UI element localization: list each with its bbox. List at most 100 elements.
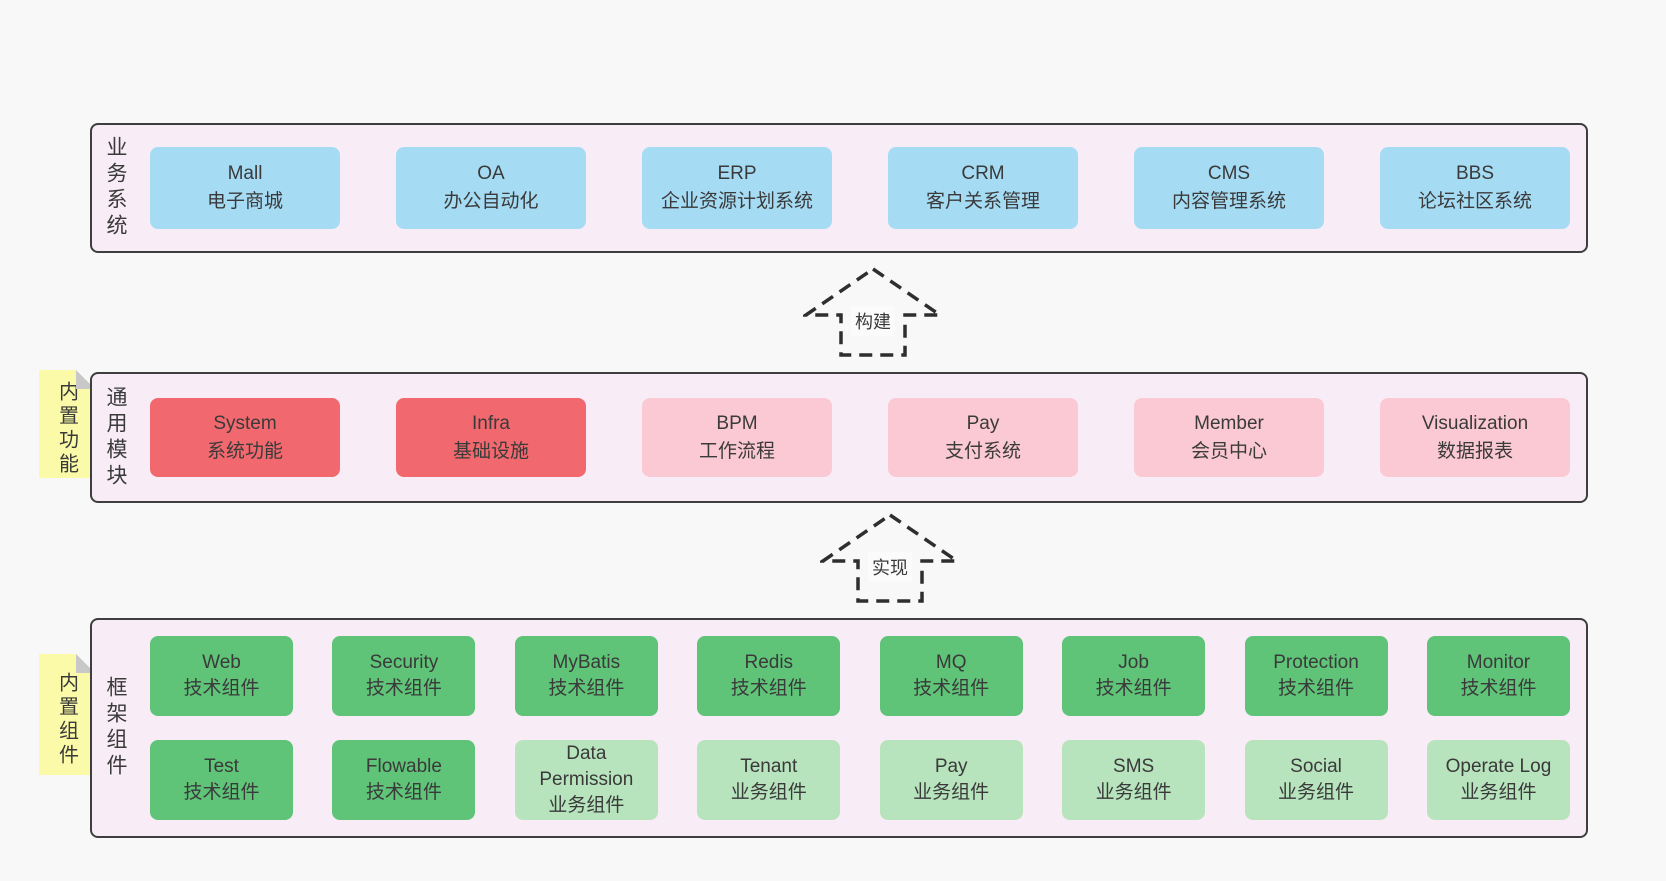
box-title: Operate Log: [1445, 756, 1552, 777]
box-title: BBS: [1455, 163, 1495, 184]
common-modules-row: System 系统功能 Infra 基础设施 BPM 工作流程 Pay 支付系统…: [150, 398, 1570, 477]
box-subtitle: 业务组件: [730, 782, 807, 803]
box-subtitle: 技术组件: [730, 678, 807, 699]
sticky-note-label: 内置功能: [55, 381, 78, 477]
box-title: CMS: [1207, 163, 1251, 184]
implement-arrow: 实现: [820, 512, 960, 604]
box-subtitle: 电子商城: [206, 191, 283, 212]
panel-label-common-modules: 通用模块: [104, 385, 127, 490]
box-title: System: [213, 412, 277, 434]
business-systems-panel: 业务系统 Mall 电子商城 OA 办公自动化 ERP 企业资源计划系统 CRM…: [90, 123, 1588, 253]
box-subtitle: 技术组件: [1278, 678, 1355, 699]
business-systems-row: Mall 电子商城 OA 办公自动化 ERP 企业资源计划系统 CRM 客户关系…: [150, 147, 1570, 229]
box-subtitle: 技术组件: [548, 678, 625, 699]
box-title: Member: [1194, 412, 1264, 434]
box-title: Test: [204, 756, 239, 777]
box-erp: ERP 企业资源计划系统: [642, 147, 832, 229]
box-title: ERP: [717, 163, 757, 184]
up-arrow-icon: [803, 266, 943, 357]
framework-components-rows: Web 技术组件 Security 技术组件 MyBatis 技术组件 Redi…: [150, 636, 1570, 820]
box-oa: OA 办公自动化: [396, 147, 586, 229]
framework-components-panel: 框架组件 Web 技术组件 Security 技术组件 MyBatis 技术组件…: [90, 618, 1588, 838]
box-redis: Redis 技术组件: [697, 636, 841, 716]
box-title: Social: [1290, 756, 1342, 777]
box-job: Job 技术组件: [1062, 636, 1206, 716]
box-visualization: Visualization 数据报表: [1380, 398, 1570, 477]
box-title: Redis: [744, 652, 794, 673]
build-arrow-label: 构建: [851, 306, 895, 336]
box-title: Web: [202, 652, 241, 673]
box-subtitle: 工作流程: [698, 440, 775, 462]
box-subtitle: 内容管理系统: [1171, 191, 1286, 212]
box-subtitle: 业务组件: [913, 782, 990, 803]
box-title: OA: [477, 163, 505, 184]
box-subtitle: 企业资源计划系统: [660, 191, 813, 212]
biz-components-row: Test 技术组件 Flowable 技术组件 Data Permission …: [150, 740, 1570, 820]
box-infra: Infra 基础设施: [396, 398, 586, 477]
box-subtitle: 会员中心: [1190, 440, 1267, 462]
sticky-note-builtin-components: 内置组件: [39, 654, 95, 775]
common-modules-panel: 通用模块 System 系统功能 Infra 基础设施 BPM 工作流程 Pay…: [90, 372, 1588, 503]
box-sms: SMS 业务组件: [1062, 740, 1206, 820]
box-flowable: Flowable 技术组件: [332, 740, 476, 820]
box-subtitle: 业务组件: [1095, 782, 1172, 803]
box-title: MQ: [935, 652, 967, 673]
box-title: Job: [1118, 652, 1149, 673]
box-social: Social 业务组件: [1244, 740, 1388, 820]
box-title: SMS: [1113, 756, 1155, 777]
box-system: System 系统功能: [150, 398, 340, 477]
box-title: Pay: [934, 756, 968, 777]
box-title: Flowable: [365, 756, 442, 777]
box-test: Test 技术组件: [150, 740, 293, 820]
box-title: Tenant: [740, 756, 798, 777]
box-subtitle: 技术组件: [913, 678, 990, 699]
box-subtitle: 技术组件: [365, 678, 442, 699]
box-protection: Protection 技术组件: [1244, 636, 1388, 716]
box-web: Web 技术组件: [150, 636, 293, 716]
box-title: MyBatis: [552, 652, 621, 673]
build-arrow: 构建: [803, 266, 943, 358]
box-operate-log: Operate Log 业务组件: [1426, 740, 1570, 820]
box-subtitle: 技术组件: [183, 782, 260, 803]
box-tenant: Tenant 业务组件: [697, 740, 841, 820]
panel-label-framework-components: 框架组件: [104, 676, 127, 780]
box-subtitle: 系统功能: [206, 440, 283, 462]
box-data-permission: Data Permission 业务组件: [514, 740, 658, 820]
tech-components-row: Web 技术组件 Security 技术组件 MyBatis 技术组件 Redi…: [150, 636, 1570, 716]
box-cms: CMS 内容管理系统: [1134, 147, 1324, 229]
box-bbs: BBS 论坛社区系统: [1380, 147, 1570, 229]
box-pay-component: Pay 业务组件: [879, 740, 1023, 820]
sticky-note-label: 内置组件: [55, 671, 78, 768]
box-mall: Mall 电子商城: [150, 147, 340, 229]
box-subtitle: 基础设施: [452, 440, 529, 462]
box-title: BPM: [716, 412, 758, 434]
panel-label-business-systems: 业务系统: [104, 136, 127, 240]
box-member: Member 会员中心: [1134, 398, 1324, 477]
box-title: Data Permission: [539, 743, 634, 790]
up-arrow-icon: [820, 512, 960, 603]
box-subtitle: 客户关系管理: [925, 191, 1040, 212]
box-subtitle: 技术组件: [1095, 678, 1172, 699]
sticky-note-builtin-features: 内置功能: [39, 370, 95, 478]
box-subtitle: 支付系统: [944, 440, 1021, 462]
box-title: Monitor: [1466, 652, 1531, 673]
box-monitor: Monitor 技术组件: [1426, 636, 1570, 716]
box-subtitle: 技术组件: [1460, 678, 1537, 699]
box-subtitle: 论坛社区系统: [1417, 191, 1532, 212]
box-title: Protection: [1273, 652, 1359, 673]
box-title: Infra: [471, 412, 511, 434]
box-subtitle: 业务组件: [1278, 782, 1355, 803]
box-title: Visualization: [1421, 412, 1529, 434]
box-mybatis: MyBatis 技术组件: [514, 636, 658, 716]
box-subtitle: 技术组件: [183, 678, 260, 699]
box-title: Security: [369, 652, 439, 673]
box-title: Pay: [966, 412, 1000, 434]
box-subtitle: 业务组件: [548, 795, 625, 816]
box-pay-module: Pay 支付系统: [888, 398, 1078, 477]
box-title: CRM: [961, 163, 1005, 184]
box-subtitle: 业务组件: [1460, 782, 1537, 803]
box-title: Mall: [227, 163, 263, 184]
box-subtitle: 数据报表: [1436, 440, 1513, 462]
box-security: Security 技术组件: [332, 636, 476, 716]
